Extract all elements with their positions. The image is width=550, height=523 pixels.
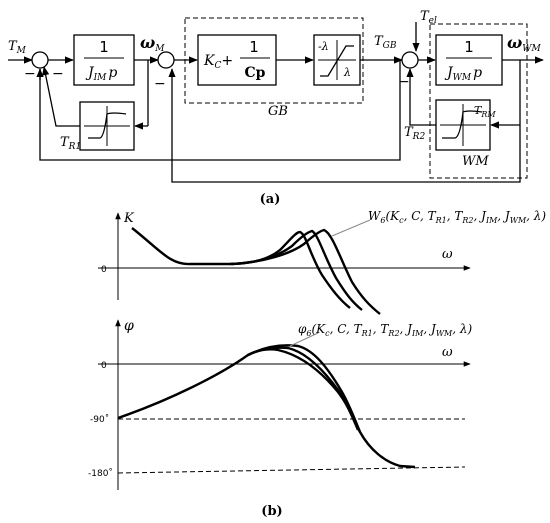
pi-kc-term: KC+ [203,53,233,71]
gb-group-label: GB [268,104,288,119]
summing-junction-2 [157,51,175,69]
phase-tick-minus90: -90˚ [90,414,109,425]
jwm-transfer-block [435,34,503,86]
phase-minus180-guide [117,466,466,474]
pi-numerator: 1 [249,38,259,56]
magnitude-y-label: K [123,211,135,226]
wm-group-label: WM [462,154,489,169]
magnitude-label-leader [331,219,371,237]
jwm-numerator: 1 [464,38,474,56]
magnitude-x-label: ω [442,247,453,262]
tr2-feedback-path [406,68,436,126]
phase-curve-1 [117,348,416,469]
saturation-curve [320,45,354,77]
caption-a: (a) [260,192,281,207]
trm-label: TRM [474,104,496,119]
phase-plot: φ ω 0 -90˚ -180˚ φ6(Kc, C, TR1, TR2, JIM… [88,318,472,519]
magnitude-curve-2 [229,229,363,311]
minus-sign-s1b: − [52,66,64,82]
minus-sign-s3: − [398,74,410,90]
wm-group-box [429,23,528,179]
pi-controller-block [197,34,277,86]
tr1-feedback-path [42,66,80,127]
phase-x-label: ω [442,345,453,360]
wwm-to-s2-feedback [168,68,521,183]
jim-numerator: 1 [99,38,109,56]
magnitude-curve-3 [231,228,381,315]
minus-sign-s2: − [154,76,166,92]
phase-zero-tick: 0 [101,361,107,371]
magnitude-plot: K ω 0 W6(Kc, C, TR1, TR2, JIM, JWM, λ) [98,209,546,315]
omega-m-label: ωM [140,33,165,54]
saturation-neg-lambda: -λ [318,40,329,53]
tr2-label: TR2 [404,125,425,142]
tgb-to-s1-feedback [39,60,401,161]
summing-junction-3 [401,51,419,69]
jim-transfer-block [73,34,135,86]
tel-input-label: Tel [420,9,437,26]
tr1-friction-curve [88,112,127,139]
saturation-pos-lambda: λ [343,66,351,79]
phase-curve-3 [247,344,362,433]
caption-b: (b) [261,504,282,519]
magnitude-curve-1 [131,227,351,309]
omega-wm-label: ωWM [507,33,541,54]
magnitude-zero-tick: 0 [101,265,107,275]
minus-sign-s1a: − [24,66,36,82]
phase-curve-label: φ6(Kc, C, TR1, TR2, JIM, JWM, λ) [298,322,472,338]
pi-denominator: Cp [245,65,266,81]
phase-tick-minus180: -180˚ [88,468,113,479]
tr1-label: TR1 [60,135,81,152]
phase-label-leader [289,332,319,347]
phase-y-label: φ [124,318,134,334]
tgb-label: TGB [374,34,397,51]
wm-friction-curve [442,110,483,139]
magnitude-curve-label: W6(Kc, C, TR1, TR2, JIM, JWM, λ) [368,209,546,225]
tm-input-label: TM [8,39,27,56]
